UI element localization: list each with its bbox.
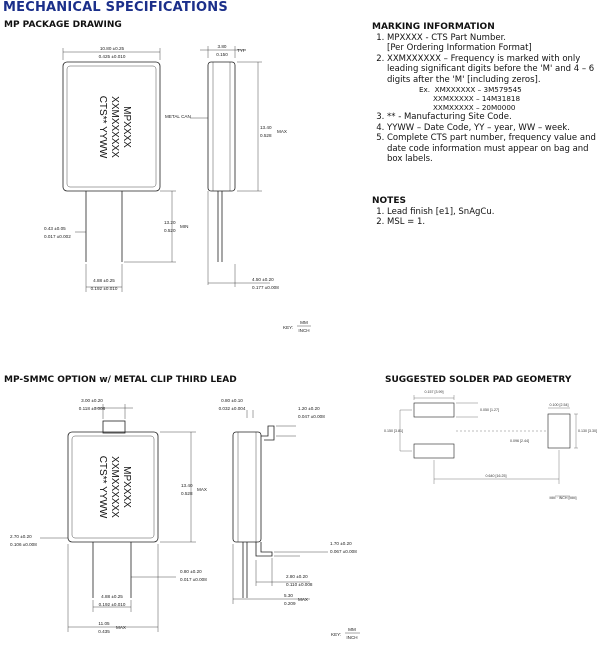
mp-lead-space-mm: 4.88 ±0.25: [93, 278, 115, 283]
smmc-clip-t-in: 0.032 ±0.004: [219, 406, 246, 411]
pad-total: 0.640 [16.25]: [486, 474, 507, 478]
smmc-front-mark: MPXXXX XXMXXXXXX CTS** YYWW: [97, 456, 132, 519]
smmc-width-mm: 11.05: [98, 621, 110, 626]
smmc-mark-line-1: MPXXXX: [121, 466, 132, 508]
smmc-width-in: 0.435: [98, 629, 110, 634]
marking-item-3: ** - Manufacturing Site Code.: [387, 112, 604, 123]
examples-label: Ex.: [419, 85, 431, 94]
mp-height-suffix: MAX: [277, 129, 287, 134]
mp-mark-line-2: XXMXXXXXX: [109, 96, 120, 158]
smmc-clip-t-mm: 0.80 ±0.10: [221, 398, 243, 403]
mp-depth-suffix: TYP: [237, 48, 246, 53]
note-2: MSL = 1.: [387, 217, 604, 228]
pad3-h: 0.130 [3.30]: [578, 429, 597, 433]
mp-depth-in: 0.150: [216, 52, 228, 57]
mp-mark-line-3: CTS** YYWW: [97, 96, 108, 159]
mp-smmc-heading: MP-SMMC OPTION w/ METAL CLIP THIRD LEAD: [4, 375, 237, 385]
smmc-lead-off-in: 0.106 ±0.008: [10, 542, 37, 547]
mp-side-mm: 4.50 ±0.20: [252, 277, 274, 282]
smmc-lead-space-in: 0.192 ±0.010: [99, 602, 126, 607]
marking-information: MARKING INFORMATION MPXXXX - CTS Part Nu…: [372, 22, 604, 165]
notes-list: Lead finish [e1], SnAgCu. MSL = 1.: [372, 207, 604, 228]
smmc-foot2-mm: 2.80 ±0.20: [286, 574, 308, 579]
mp-side-view: [190, 46, 270, 287]
mp-key-top: MM: [300, 320, 308, 325]
smmc-front-view: [40, 404, 196, 632]
smmc-lead-off-mm: 2.70 ±0.20: [10, 534, 32, 539]
mp-lead-dia-in: 0.017 ±0.002: [44, 234, 71, 239]
marking-item-5: Complete CTS part number, frequency valu…: [387, 133, 604, 165]
mp-width-in: 0.425 ±0.010: [99, 54, 126, 59]
mp-lead-len-in: 0.520: [164, 228, 176, 233]
mp-front-mark: MPXXXX XXMXXXXXX CTS** YYWW: [97, 96, 132, 159]
mp-mark-line-1: MPXXXX: [121, 106, 132, 148]
marking-item-2: XXMXXXXXX – Frequency is marked with onl…: [387, 54, 604, 113]
smmc-clip-h-in: 0.047 ±0.008: [298, 414, 325, 419]
mp-lead-dia-mm: 0.43 ±0.05: [44, 226, 66, 231]
mp-height-in: 0.528: [260, 133, 272, 138]
smmc-clip-w-mm: 3.00 ±0.20: [81, 398, 103, 403]
pad3-w: 0.100 [2.54]: [550, 403, 569, 407]
smmc-foot-mm: 1.70 ±0.20: [330, 541, 352, 546]
smmc-key-label: KEY:: [331, 632, 341, 637]
pad-offset: 0.096 [2.44]: [510, 439, 529, 443]
pitch-v: 0.150 [3.81]: [384, 429, 403, 433]
smmc-mark-line-2: XXMXXXXXX: [109, 456, 120, 518]
pad-w: 0.157 [3.99]: [425, 390, 444, 394]
smmc-height-in: 0.528: [181, 491, 193, 496]
smmc-clip-w-in: 0.118 ±0.008: [79, 406, 106, 411]
marking-heading: MARKING INFORMATION: [372, 22, 495, 32]
mp-lead-len-mm: 13.20: [164, 220, 176, 225]
notes-heading: NOTES: [372, 196, 406, 206]
solder-pad-heading: SUGGESTED SOLDER PAD GEOMETRY: [385, 375, 572, 385]
example-2: XXMXXXXX – 14M31818: [433, 94, 521, 103]
smmc-side-view: [232, 410, 328, 604]
notes: NOTES Lead finish [e1], SnAgCu. MSL = 1.: [372, 196, 604, 228]
smmc-side-in: 0.209: [284, 601, 296, 606]
smmc-width-suffix: MAX: [116, 625, 126, 630]
mp-side-in: 0.177 ±0.008: [252, 285, 279, 290]
smmc-lead-dia-mm: 0.80 ±0.20: [180, 569, 202, 574]
mp-key-label: KEY:: [283, 325, 293, 330]
smmc-clip-h-mm: 1.20 ±0.20: [298, 406, 320, 411]
mp-key-bottom: INCH: [298, 328, 309, 333]
solder-pad-view: [399, 395, 578, 484]
smmc-foot-in: 0.067 ±0.008: [330, 549, 357, 554]
smmc-height-mm: 13.40: [181, 483, 193, 488]
mp-depth-mm: 3.80: [218, 44, 227, 49]
mp-front-view: [62, 48, 176, 292]
pad-key: MM · INCH [MM]: [550, 496, 577, 500]
smmc-key-bottom: INCH: [346, 635, 357, 640]
smmc-height-suffix: MAX: [197, 487, 207, 492]
marking-list: MPXXXX - CTS Part Number.[Per Ordering I…: [372, 33, 604, 165]
mp-width-mm: 10.80 ±0.25: [100, 46, 125, 51]
smmc-mark-line-3: CTS** YYWW: [97, 456, 108, 519]
pad-h: 0.050 [1.27]: [480, 408, 499, 412]
metal-can-label: METAL CAN: [165, 114, 191, 119]
mp-height-mm: 13.40: [260, 125, 272, 130]
mp-lead-len-suffix: MIN: [180, 224, 188, 229]
smmc-foot2-in: 0.110 ±0.008: [286, 582, 313, 587]
example-1: XMXXXXXX – 3M579545: [434, 85, 522, 94]
marking-item-1-sub: [Per Ordering Information Format]: [387, 43, 532, 53]
smmc-side-mm: 5.30: [284, 593, 293, 598]
note-1: Lead finish [e1], SnAgCu.: [387, 207, 604, 218]
page-title: MECHANICAL SPECIFICATIONS: [3, 0, 228, 15]
marking-examples: Ex. XMXXXXXX – 3M579545 XXMXXXXX – 14M31…: [387, 85, 604, 112]
smmc-side-suffix: MAX: [298, 597, 308, 602]
example-3: XXMXXXXX – 20M0000: [433, 103, 516, 112]
mp-package-heading: MP PACKAGE DRAWING: [4, 20, 122, 30]
marking-item-1: MPXXXX - CTS Part Number.[Per Ordering I…: [387, 33, 604, 54]
marking-item-4: YYWW – Date Code, YY – year, WW – week.: [387, 123, 604, 134]
marking-item-1-text: MPXXXX - CTS Part Number.: [387, 32, 506, 43]
marking-item-2-text: XXMXXXXXX – Frequency is marked with onl…: [387, 53, 595, 85]
smmc-lead-dia-in: 0.017 ±0.008: [180, 577, 207, 582]
smmc-key-top: MM: [348, 627, 356, 632]
smmc-lead-space-mm: 4.88 ±0.25: [101, 594, 123, 599]
mp-lead-space-in: 0.192 ±0.010: [91, 286, 118, 291]
